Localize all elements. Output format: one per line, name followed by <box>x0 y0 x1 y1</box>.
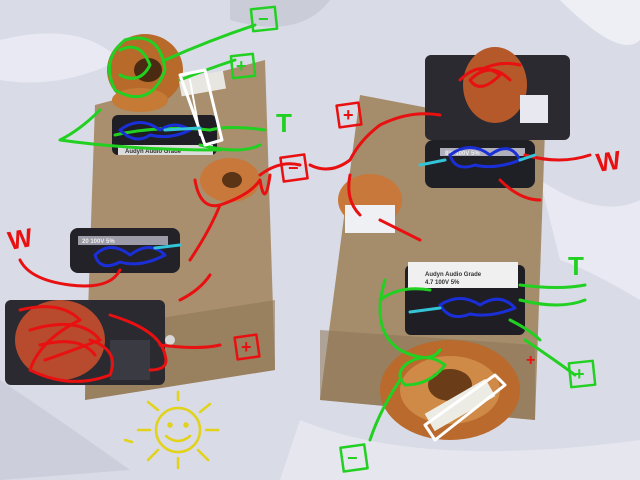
resistor-outline <box>189 79 201 136</box>
svg-text:+: + <box>236 56 247 76</box>
capacitor-label-band <box>78 236 168 245</box>
tweeter-label: T <box>568 251 584 281</box>
sun-doodle <box>123 390 220 470</box>
tweeter-label: T <box>276 108 292 138</box>
capacitor-label: 8% 100V 5% <box>445 151 480 157</box>
joint-marking <box>408 306 442 314</box>
capacitor-label: Audyn Audio Grade <box>125 149 182 155</box>
tweeter-wire-right <box>368 278 587 442</box>
plus-terminal-marker: + <box>335 101 363 129</box>
svg-text:+: + <box>241 337 252 357</box>
inductor-label <box>520 95 548 123</box>
coil-label <box>345 205 395 233</box>
plus-terminal-marker: + <box>567 359 597 389</box>
woofer-label: W <box>5 222 35 256</box>
sheet-fold <box>540 180 640 300</box>
svg-text:−: − <box>347 448 358 468</box>
capacitor-label: 20 100V 5% <box>82 239 115 245</box>
inductor-winding <box>15 300 105 380</box>
sheet-fold <box>280 420 640 480</box>
resistor-outline <box>423 373 507 442</box>
plus-terminal-marker: + <box>229 52 257 80</box>
inductor-clamp <box>110 340 150 380</box>
small-air-coil-hole <box>222 172 242 188</box>
capacitor-label-band <box>408 262 518 288</box>
inductor-winding <box>463 47 527 123</box>
ceramic-resistor <box>424 378 496 432</box>
minus-terminal-marker: − <box>339 443 369 473</box>
minus-terminal-marker: − <box>249 5 279 33</box>
svg-text:+: + <box>343 105 354 125</box>
series-marking <box>93 246 167 268</box>
joint-marking <box>153 243 182 250</box>
svg-text:−: − <box>288 158 299 178</box>
capacitor-label: Audyn Audio Grade <box>425 272 482 278</box>
sheet-fold <box>0 380 130 480</box>
sheet-fold <box>0 33 120 83</box>
plus-terminal-marker: + <box>526 352 535 369</box>
joint-marking <box>418 158 447 167</box>
svg-text:−: − <box>258 9 269 29</box>
plus-terminal-marker: + <box>233 333 261 361</box>
series-marking <box>438 297 517 318</box>
film-capacitor <box>425 140 535 188</box>
joint-marking <box>518 153 537 162</box>
sheet-shadow <box>230 0 330 27</box>
svg-text:+: + <box>574 364 585 384</box>
minus-terminal-marker: − <box>279 153 309 183</box>
sheet-fold <box>560 0 640 45</box>
woofer-label: W <box>594 145 623 178</box>
woofer-wire-left <box>18 162 302 383</box>
screw <box>165 335 175 345</box>
joint-marking <box>163 126 202 132</box>
woofer-wire-right <box>308 61 592 242</box>
capacitor-label: 4.7 100V 5% <box>425 280 460 286</box>
